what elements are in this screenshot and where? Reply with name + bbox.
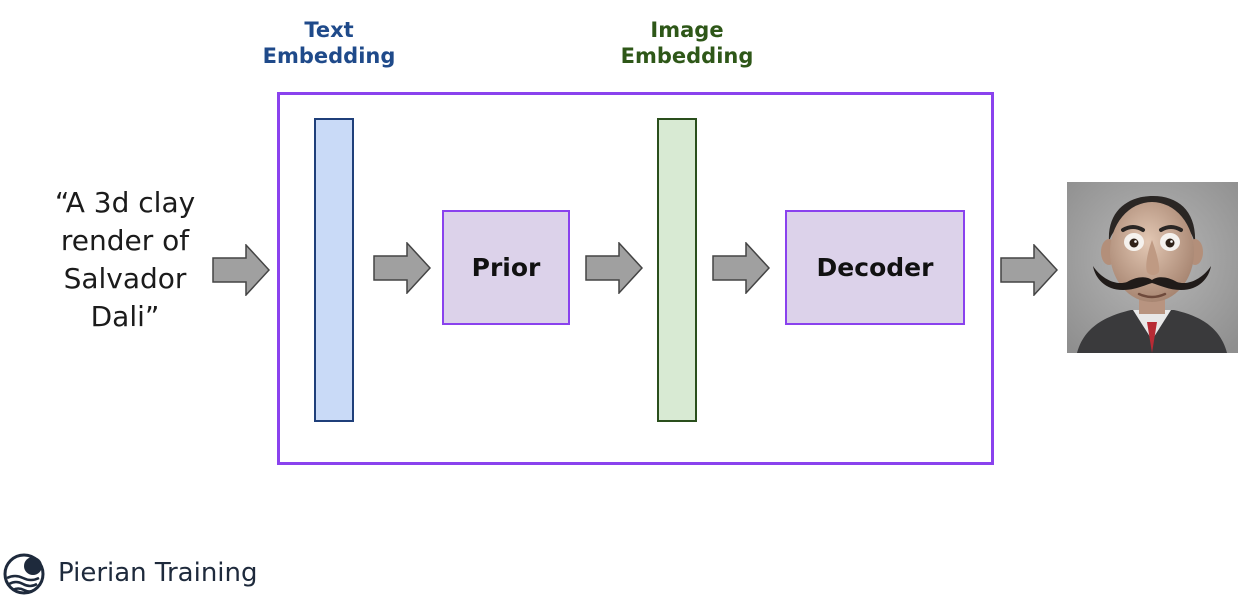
decoder-label: Decoder	[816, 253, 934, 282]
arrow-right-icon	[585, 242, 643, 294]
dali-clay-render-image	[1067, 182, 1238, 353]
text-embedding-label: Text Embedding	[262, 18, 396, 68]
image-embedding-bar	[657, 118, 697, 422]
arrow-right-icon	[712, 242, 770, 294]
prior-label: Prior	[471, 253, 541, 282]
arrow-right-icon	[373, 242, 431, 294]
prior-box: Prior	[442, 210, 570, 325]
arrow-right-icon	[212, 244, 270, 296]
pierian-logo-icon	[3, 553, 45, 595]
prompt-text: “A 3d clay render of Salvador Dali”	[54, 186, 196, 333]
decoder-box: Decoder	[785, 210, 965, 325]
model-frame	[277, 92, 994, 465]
image-embedding-label: Image Embedding	[620, 18, 754, 68]
text-embedding-bar	[314, 118, 354, 422]
arrow-right-icon	[1000, 244, 1058, 296]
brand-name: Pierian Training	[58, 558, 258, 588]
